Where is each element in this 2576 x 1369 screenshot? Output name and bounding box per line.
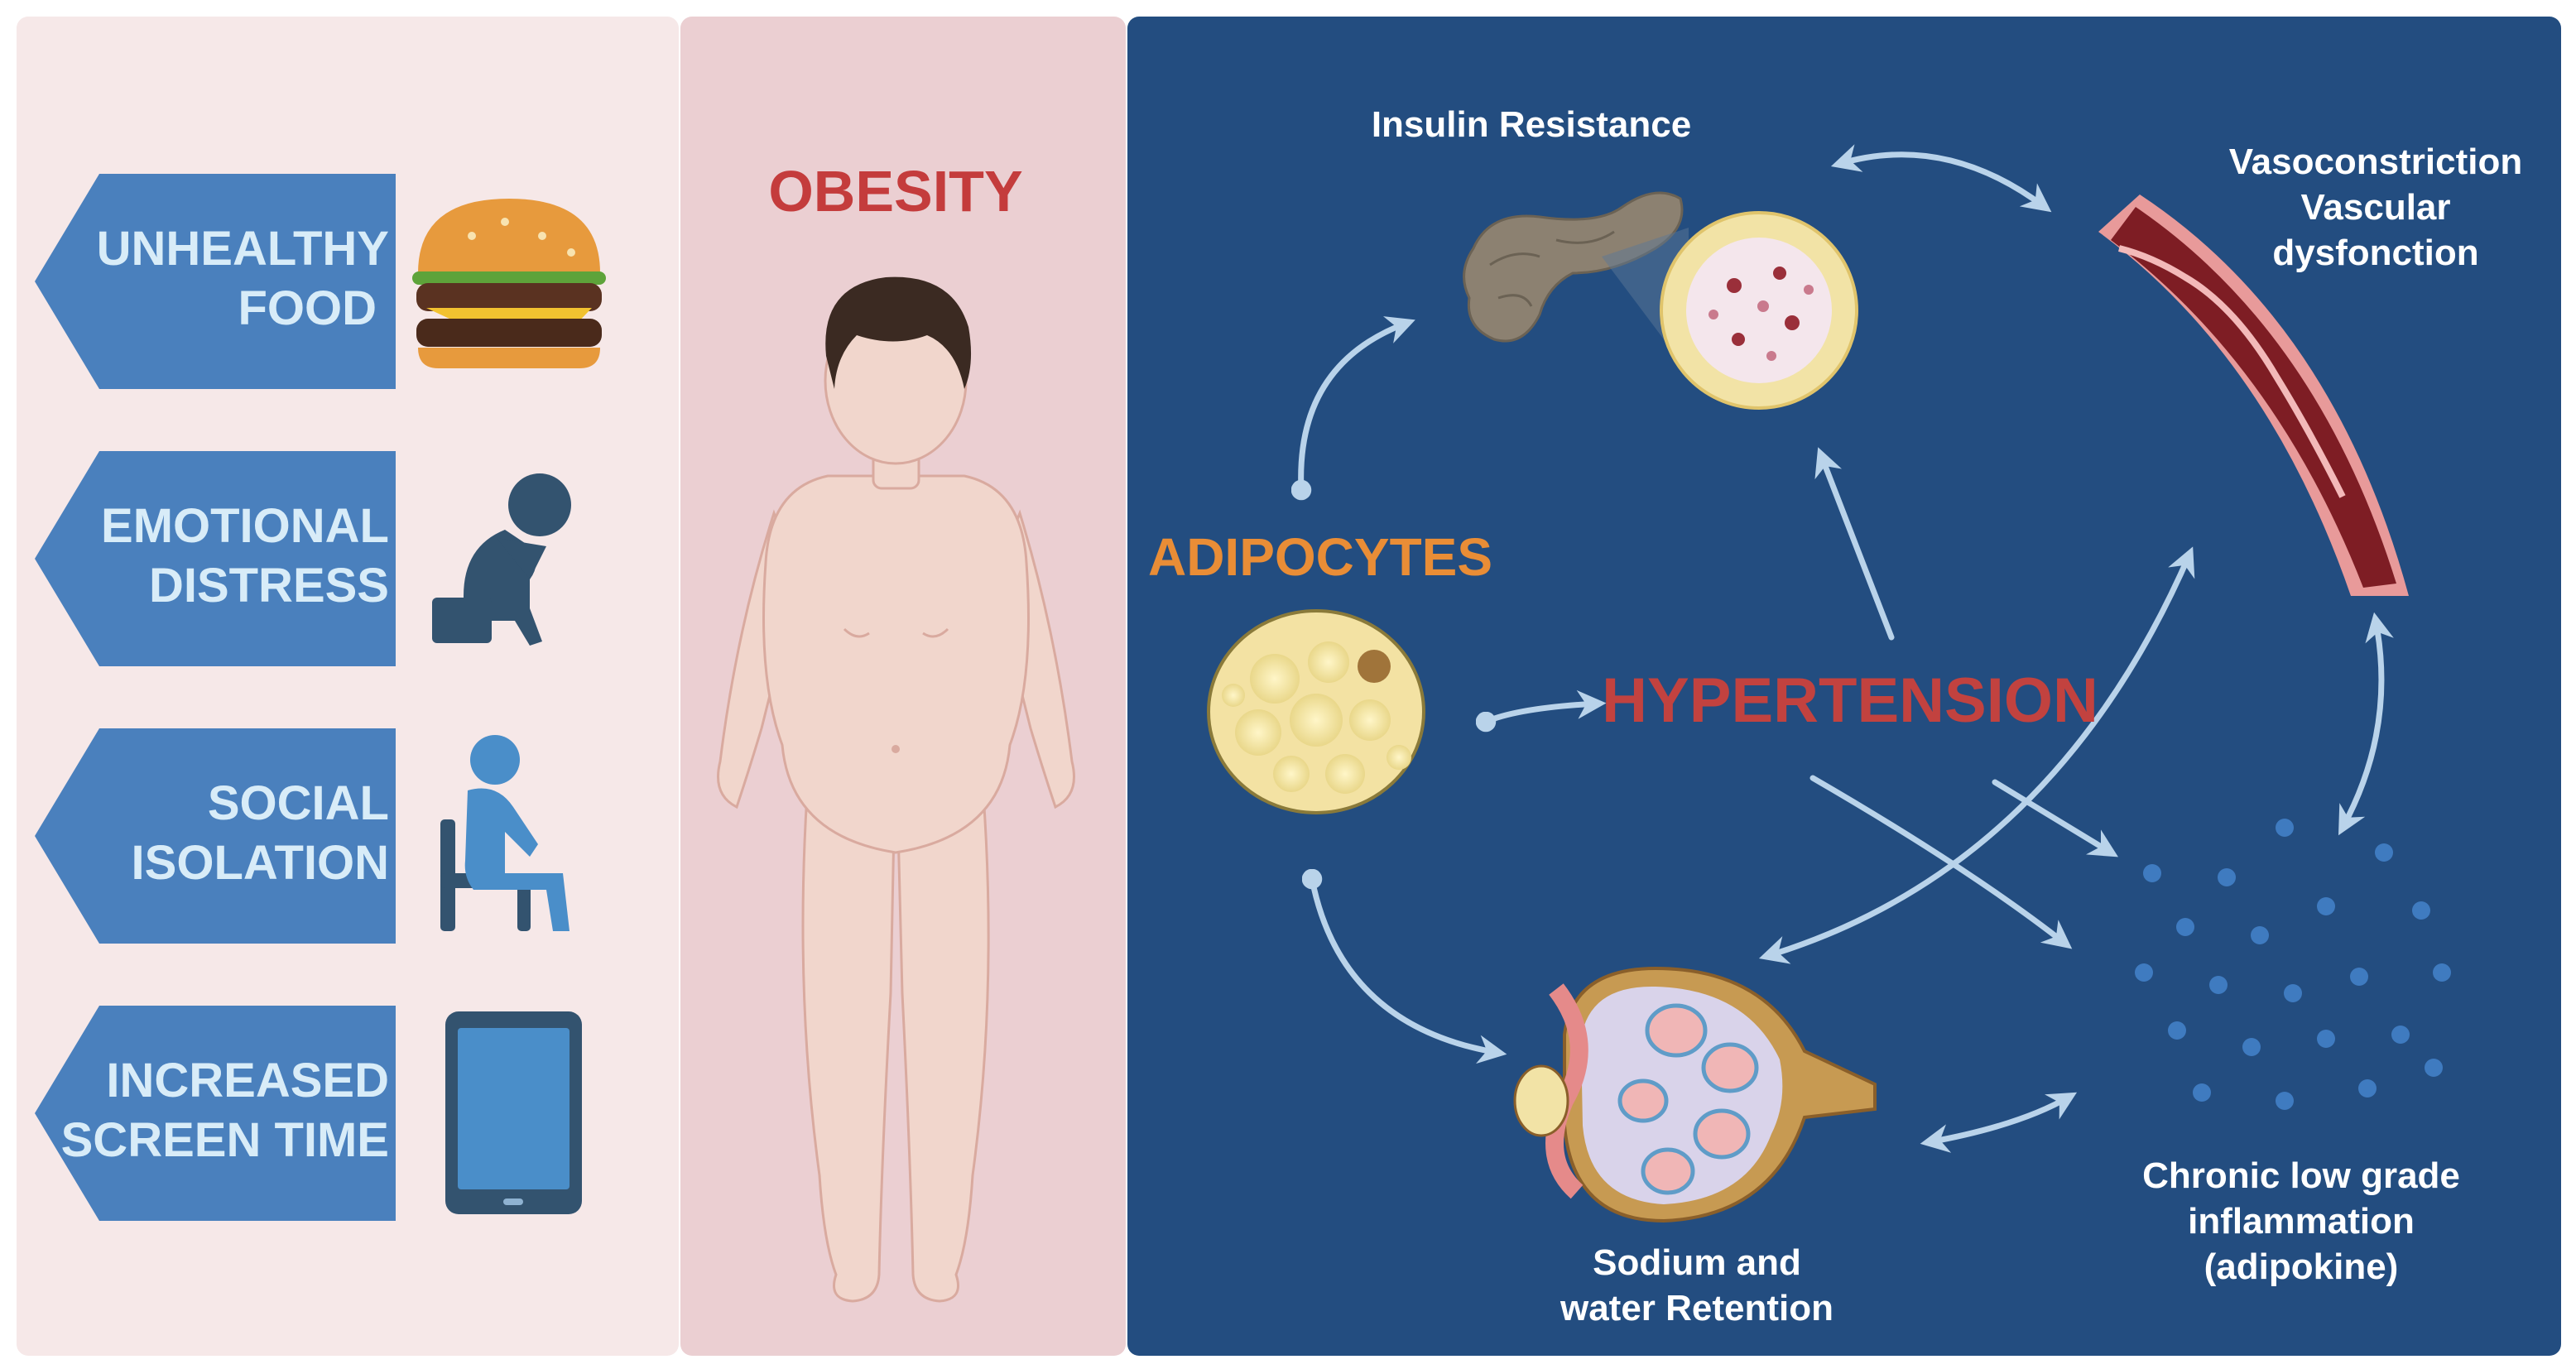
label-chronic-low-grade: Chronic low grade: [2142, 1155, 2460, 1196]
label-sodium: Sodium and: [1593, 1242, 1801, 1283]
obesity-title: OBESITY: [768, 159, 1022, 223]
risk-factor-unhealthy-food: UNHEALTHY FOOD: [35, 174, 606, 389]
risk-factor-emotional-distress: EMOTIONAL DISTRESS: [35, 451, 571, 666]
risk-label-line1: UNHEALTHY: [97, 222, 389, 276]
risk-label-line2: SCREEN TIME: [61, 1113, 389, 1167]
child-figure-icon: [717, 276, 1075, 1303]
kidney-icon: [1513, 966, 1877, 1223]
arrow-shape: [35, 451, 396, 666]
risk-label-line2: ISOLATION: [132, 836, 389, 890]
risk-label-line2: DISTRESS: [149, 559, 389, 612]
label-inflammation: inflammation: [2188, 1201, 2415, 1242]
islet-icon: [1660, 211, 1858, 410]
arrow-insulin-vaso: [1830, 144, 2052, 213]
arrow-adipocytes-insulin: [1290, 316, 1415, 501]
arrow-sodium-inflammation: [1920, 1092, 2078, 1153]
adipocyte-cell-icon: [1207, 609, 1425, 814]
arrow-hypertension-inflammation-1: [1809, 775, 2073, 949]
arrow-sodium-vaso: [1758, 546, 2195, 964]
label-vascular: Vascular: [2300, 187, 2450, 228]
arrow-shape: [35, 728, 396, 944]
label-adipocytes: ADIPOCYTES: [1148, 527, 1492, 587]
label-vasoconstriction: Vasoconstriction: [2229, 142, 2523, 182]
distressed-person-icon: [432, 473, 571, 646]
risk-label-line1: INCREASED: [106, 1054, 389, 1107]
risk-label-line1: EMOTIONAL: [101, 499, 389, 553]
seated-person-icon: [440, 735, 570, 931]
blood-vessel-icon: [2098, 195, 2409, 596]
mechanism-arrows: [1290, 144, 2394, 1153]
risk-label-line1: SOCIAL: [208, 776, 389, 830]
arrow-vaso-inflammation: [2338, 612, 2394, 836]
tablet-icon: [445, 1011, 582, 1214]
label-hypertension: HYPERTENSION: [1602, 665, 2098, 736]
risk-label-line2: FOOD: [238, 281, 377, 335]
arrow-shape: [35, 174, 396, 389]
label-water-retention: water Retention: [1560, 1288, 1833, 1328]
arrow-adipocytes-sodium: [1301, 868, 1507, 1064]
label-insulin-resistance: Insulin Resistance: [1372, 104, 1691, 145]
risk-factor-increased-screen-time: INCREASED SCREEN TIME: [35, 1006, 582, 1221]
burger-icon: [412, 199, 606, 368]
label-adipokine: (adipokine): [2204, 1247, 2399, 1287]
adipokine-dots-icon: [2135, 819, 2451, 1110]
arrow-shape: [35, 1006, 396, 1221]
arrow-hypertension-adipocytes: [1475, 689, 1607, 733]
arrow-hypertension-inflammation-2: [1992, 779, 2119, 857]
label-dysfonction: dysfonction: [2272, 233, 2478, 273]
risk-factor-social-isolation: SOCIAL ISOLATION: [35, 728, 570, 944]
